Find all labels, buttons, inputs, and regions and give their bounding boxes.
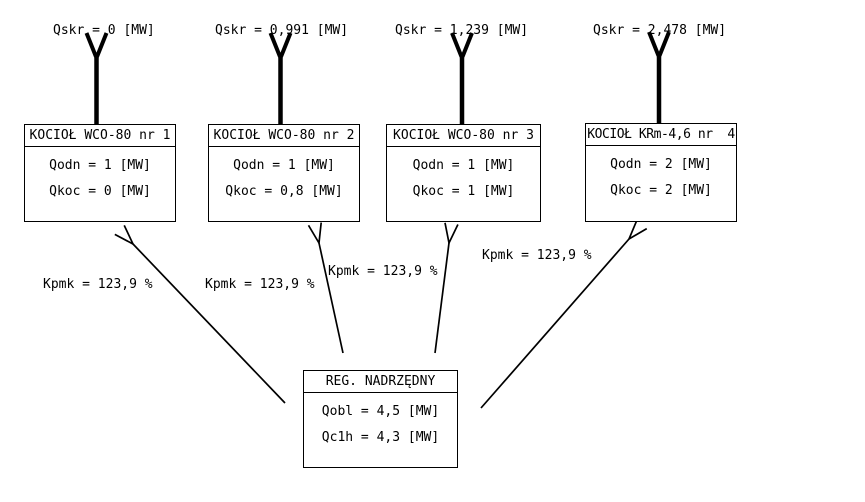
boiler-title-3: KOCIOŁ WCO-80 nr 3 [387, 125, 540, 147]
kpmk-signal-arrow-2 [319, 243, 344, 354]
boiler-box-2: KOCIOŁ WCO-80 nr 2 Qodn = 1 [MW] Qkoc = … [208, 124, 360, 222]
regulator-title: REG. NADRZĘDNY [304, 371, 457, 393]
kpmk-label-4: Kpmk = 123,9 % [482, 248, 592, 263]
qskr-label-2: Qskr = 0,991 [MW] [215, 23, 349, 38]
kpmk-signal-arrow-4 [480, 239, 629, 409]
boiler-box-4: KOCIOŁ KRm-4,6 nr 4 Qodn = 2 [MW] Qkoc =… [585, 123, 737, 222]
kpmk-label-2: Kpmk = 123,9 % [205, 277, 315, 292]
boiler-qodn-2: Qodn = 1 [MW] [233, 158, 335, 173]
boiler-box-3: KOCIOŁ WCO-80 nr 3 Qodn = 1 [MW] Qkoc = … [386, 124, 541, 222]
boiler-qkoc-2: Qkoc = 0,8 [MW] [225, 184, 343, 199]
boiler-box-1: KOCIOŁ WCO-80 nr 1 Qodn = 1 [MW] Qkoc = … [24, 124, 176, 222]
kpmk-label-1: Kpmk = 123,9 % [43, 277, 153, 292]
regulator-qc1h: Qc1h = 4,3 [MW] [321, 430, 440, 445]
boiler-qkoc-3: Qkoc = 1 [MW] [412, 184, 515, 199]
boiler-title-4: KOCIOŁ KRm-4,6 nr 4 [586, 124, 736, 146]
regulator-qobl: Qobl = 4,5 [MW] [321, 404, 440, 419]
kpmk-signal-arrow-3 [434, 243, 449, 354]
qskr-label-3: Qskr = 1,239 [MW] [395, 23, 529, 38]
boiler-qodn-3: Qodn = 1 [MW] [412, 158, 515, 173]
boiler-qodn-4: Qodn = 2 [MW] [610, 157, 712, 172]
boiler-title-1: KOCIOŁ WCO-80 nr 1 [25, 125, 175, 147]
boiler-qodn-1: Qodn = 1 [MW] [49, 158, 151, 173]
qskr-label-1: Qskr = 0 [MW] [53, 23, 155, 38]
boiler-qkoc-1: Qkoc = 0 [MW] [49, 184, 151, 199]
boiler-title-2: KOCIOŁ WCO-80 nr 2 [209, 125, 359, 147]
regulator-box: REG. NADRZĘDNY Qobl = 4,5 [MW] Qc1h = 4,… [303, 370, 458, 468]
kpmk-label-3: Kpmk = 123,9 % [328, 264, 438, 279]
kpmk-signal-arrow-1 [133, 244, 286, 404]
qskr-label-4: Qskr = 2,478 [MW] [593, 23, 727, 38]
boiler-qkoc-4: Qkoc = 2 [MW] [610, 183, 712, 198]
